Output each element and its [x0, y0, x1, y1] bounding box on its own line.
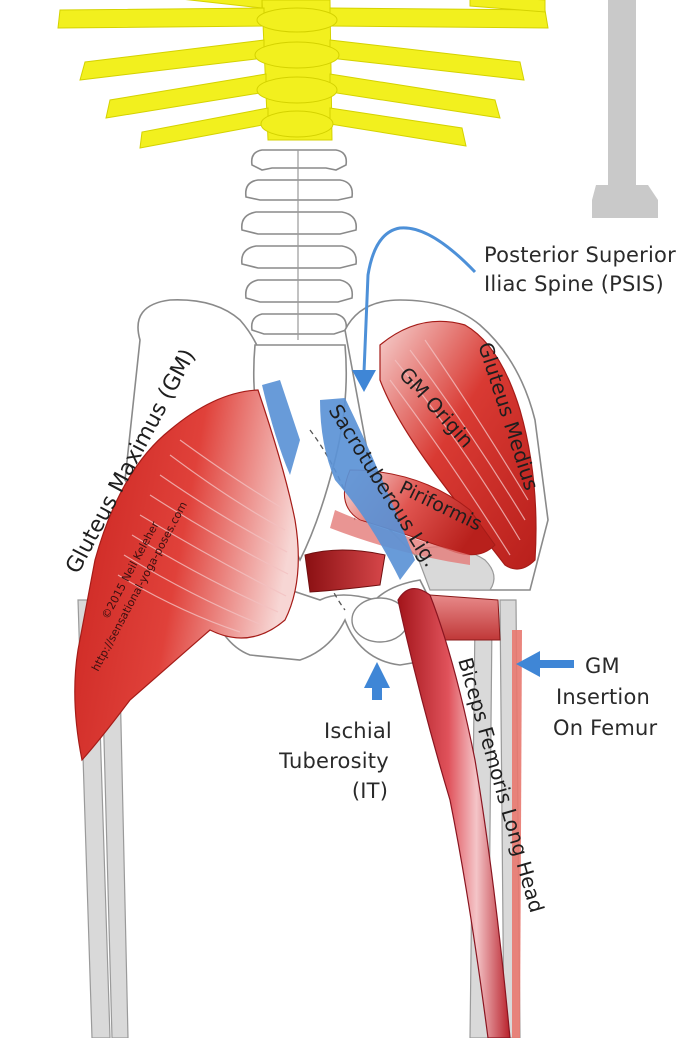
ischial-arrow — [364, 662, 390, 700]
psis-label-line2: Iliac Spine (PSIS) — [484, 272, 664, 296]
gm-insertion-arrow — [516, 651, 574, 677]
biceps-femoris-muscle — [397, 588, 522, 1038]
gluteus-maximus-muscle — [74, 389, 299, 762]
psis-label-line1: Posterior Superior — [484, 243, 676, 267]
ischial-label-line3: (IT) — [352, 779, 388, 803]
ischial-label-line1: Ischial — [324, 719, 392, 743]
psis-arrow — [352, 226, 477, 392]
deep-hip-muscle — [304, 549, 501, 641]
lumbar-spine — [240, 149, 358, 340]
gm-insertion-label-line3: On Femur — [553, 716, 658, 740]
gm-insertion-label-line1: GM — [585, 654, 620, 678]
ribs-and-thoracic-spine — [57, 0, 549, 149]
sacrotuberous-ligament — [262, 380, 415, 580]
gm-insertion-label-line2: Insertion — [556, 685, 650, 709]
ischial-label-line2: Tuberosity — [278, 749, 389, 773]
gluteus-medius-muscle — [379, 320, 537, 570]
stand-icon — [592, 0, 658, 218]
